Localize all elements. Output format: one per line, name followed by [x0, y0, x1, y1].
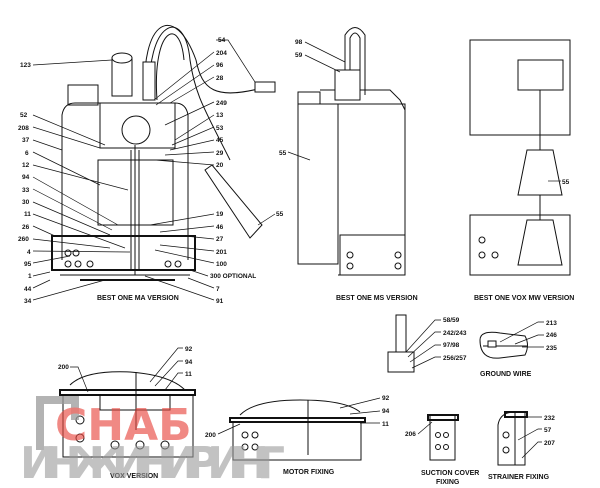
- vox-mw-version-caption: BEST ONE VOX MW VERSION: [474, 295, 574, 302]
- ma-right-labels: 54 204 96 28 249 13 53 45 29 20 19 46 27…: [97, 37, 284, 305]
- suction-cover-caption-line1: SUCTION COVER: [421, 470, 479, 477]
- watermark-line1: СНАБ: [55, 400, 192, 451]
- label: 58/59: [443, 317, 460, 324]
- label: 55: [276, 211, 284, 218]
- label: 213: [546, 320, 557, 327]
- ground-wire-detail: 213 246 235 GROUND WIRE: [479, 320, 557, 378]
- label: 200: [205, 432, 216, 439]
- label: 29: [216, 150, 224, 157]
- label: 208: [18, 125, 29, 132]
- label: 260: [18, 236, 29, 243]
- label: 95: [24, 261, 32, 268]
- watermark-line2: ИНЖИНИРИНГ: [20, 438, 285, 488]
- label: 28: [216, 75, 224, 82]
- label: 26: [22, 224, 30, 231]
- motor-fixing-drawing: 200 92 94 11 MOTOR FIXING: [205, 395, 390, 476]
- label: 100: [216, 261, 227, 268]
- label: 11: [185, 371, 192, 378]
- label: 55: [562, 179, 570, 186]
- watermark-logo: СНАБ ИНЖИНИРИНГ: [20, 396, 285, 488]
- label: 206: [405, 431, 416, 438]
- label: 12: [22, 162, 30, 169]
- strainer-fixing-caption: STRAINER FIXING: [488, 474, 550, 481]
- label: 201: [216, 249, 227, 256]
- label: 91: [216, 298, 224, 305]
- label: 246: [546, 332, 557, 339]
- label: 123: [20, 62, 31, 69]
- float-switch: [204, 164, 263, 239]
- motor-fixing-caption: MOTOR FIXING: [283, 469, 335, 476]
- label: 204: [216, 50, 227, 57]
- label: 44: [24, 286, 32, 293]
- label: 232: [544, 415, 555, 422]
- label: 52: [20, 112, 28, 119]
- label: 200: [58, 364, 69, 371]
- label: 92: [185, 346, 193, 353]
- label: 59: [295, 52, 303, 59]
- ma-version-drawing: [51, 25, 276, 281]
- label: 57: [544, 427, 552, 434]
- label: 11: [24, 211, 31, 218]
- float-upper: [517, 149, 563, 196]
- suction-cover-caption-line2: FIXING: [436, 479, 460, 486]
- label: 33: [22, 187, 30, 194]
- label: 34: [24, 298, 32, 305]
- ma-left-labels: 123 52 208 37 6 12 94 33 30 11 26 260 4 …: [18, 59, 131, 305]
- vox-version-caption: VOX VERSION: [110, 473, 158, 480]
- handle: [111, 57, 133, 97]
- label: 4: [27, 249, 31, 256]
- label: 53: [216, 125, 224, 132]
- strainer-fixing-drawing: 232 57 207 STRAINER FIXING: [488, 411, 555, 481]
- label: 30: [22, 199, 30, 206]
- cable-gland-detail: 58/59 242/243 97/98 256/257: [387, 314, 467, 373]
- ms-version-caption: BEST ONE MS VERSION: [336, 295, 418, 302]
- vox-mw-version-drawing: 55 BEST ONE VOX MW VERSION: [469, 39, 574, 302]
- label: 13: [216, 112, 224, 119]
- label: 94: [185, 359, 193, 366]
- label: 11: [382, 421, 389, 428]
- label: 55: [279, 150, 287, 157]
- label: 92: [382, 395, 390, 402]
- float-lower: [517, 219, 563, 266]
- suction-cover-fixing-drawing: 206 SUCTION COVER FIXING: [405, 414, 479, 486]
- plug-icon: [254, 81, 276, 93]
- label: 256/257: [443, 355, 467, 362]
- label: 6: [25, 150, 29, 157]
- label: 45: [216, 137, 224, 144]
- label: 97/98: [443, 342, 460, 349]
- vox-version-drawing: 200 92 94 11 VOX VERSION: [58, 346, 196, 480]
- label: 207: [544, 440, 555, 447]
- label: 94: [22, 174, 30, 181]
- ground-wire-caption: GROUND WIRE: [480, 371, 532, 378]
- label: 249: [216, 100, 227, 107]
- label: 300 OPTIONAL: [210, 273, 256, 280]
- label: 7: [216, 286, 220, 293]
- label: 27: [216, 236, 224, 243]
- label: 1: [28, 273, 32, 280]
- label: 20: [216, 162, 224, 169]
- label: 46: [216, 224, 224, 231]
- label: 242/243: [443, 330, 467, 337]
- ms-version-drawing: 98 59 55 BEST ONE MS VERSION: [279, 27, 418, 302]
- label: 96: [216, 62, 224, 69]
- label: 98: [295, 39, 303, 46]
- label: 37: [22, 137, 30, 144]
- label: 235: [546, 345, 557, 352]
- label: 94: [382, 408, 390, 415]
- label: 19: [216, 211, 224, 218]
- label: 54: [218, 37, 226, 44]
- ma-version-caption: BEST ONE MA VERSION: [97, 295, 179, 302]
